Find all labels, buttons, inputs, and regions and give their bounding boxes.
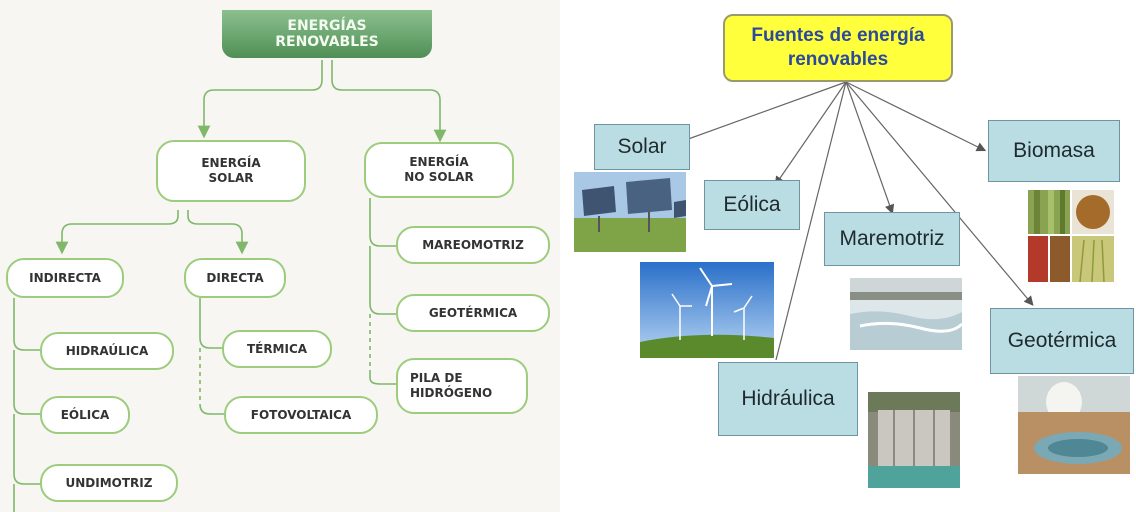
title-line-2: renovables [787,49,889,70]
node-energia-no-solar-line-2: NO SOLAR [404,170,474,184]
node-energia-solar-line-1: ENERGÍA [201,156,261,170]
root-line-2: RENOVABLES [275,34,379,50]
box-geotermica-label: Geotérmica [1007,329,1117,352]
node-pila-line-2: HIDRÓGENO [410,386,493,400]
box-hidraulica-label: Hidráulica [741,387,835,410]
geothermal-photo [1018,376,1130,474]
connector-lines [13,60,447,512]
connector-arrows [677,81,1034,361]
title-line-1: Fuentes de energía [751,25,925,46]
concept-map-left: ENERGÍAS RENOVABLES ENERGÍA SOLAR ENERGÍ… [0,0,560,512]
node-indirecta: INDIRECTA [6,258,124,298]
box-biomasa-label: Biomasa [1013,139,1095,162]
node-undimotriz-label: UNDIMOTRIZ [65,475,153,490]
node-termica-label: TÉRMICA [246,341,308,356]
node-energia-no-solar: ENERGÍA NO SOLAR [364,142,514,198]
dam-image [868,392,960,488]
geothermal-image [1018,376,1130,474]
tidal-plant-photo [850,278,962,350]
box-solar-label: Solar [617,135,667,158]
node-fotovoltaica: FOTOVOLTAICA [224,396,378,434]
solar-panels-photo [574,172,686,252]
node-eolica: EÓLICA [40,396,130,434]
node-energia-solar-line-2: SOLAR [208,171,254,185]
solar-panels-image [574,172,686,252]
node-hidraulica-label: HIDRAÚLICA [65,343,149,358]
biomass-image [1028,190,1114,282]
node-directa-label: DIRECTA [206,270,264,285]
root-line-1: ENERGÍAS [287,18,367,34]
tidal-plant-image [850,278,962,350]
node-energia-no-solar-line-1: ENERGÍA [409,155,469,169]
box-maremotriz: Maremotriz [824,212,960,266]
node-mareomotriz: MAREOMOTRIZ [396,226,550,264]
box-solar: Solar [594,124,690,170]
node-geotermica: GEOTÉRMICA [396,294,550,332]
node-pila-line-1: PILA DE [410,371,463,385]
biomass-photo [1028,190,1114,282]
box-biomasa: Biomasa [988,120,1120,182]
node-indirecta-label: INDIRECTA [29,270,101,285]
node-mareomotriz-label: MAREOMOTRIZ [422,237,524,252]
node-hidraulica: HIDRAÚLICA [40,332,174,370]
node-geotermica-label: GEOTÉRMICA [428,305,518,320]
title-node: Fuentes de energía renovables [723,14,953,82]
node-energia-solar: ENERGÍA SOLAR [156,140,306,202]
wind-turbines-image [640,262,774,358]
box-eolica-label: Eólica [723,193,781,216]
box-eolica: Eólica [704,180,800,230]
box-maremotriz-label: Maremotriz [839,227,945,250]
node-undimotriz: UNDIMOTRIZ [40,464,178,502]
root-node: ENERGÍAS RENOVABLES [222,10,432,58]
node-pila-hidrogeno: PILA DE HIDRÓGENO [396,358,528,414]
node-eolica-label: EÓLICA [60,407,110,422]
box-geotermica: Geotérmica [990,308,1134,374]
concept-map-right: Fuentes de energía renovables Solar Eóli… [572,0,1136,512]
dam-photo [868,392,960,488]
node-fotovoltaica-label: FOTOVOLTAICA [250,407,352,422]
wind-turbines-photo [640,262,774,358]
node-directa: DIRECTA [184,258,286,298]
node-termica: TÉRMICA [222,330,332,368]
box-hidraulica: Hidráulica [718,362,858,436]
